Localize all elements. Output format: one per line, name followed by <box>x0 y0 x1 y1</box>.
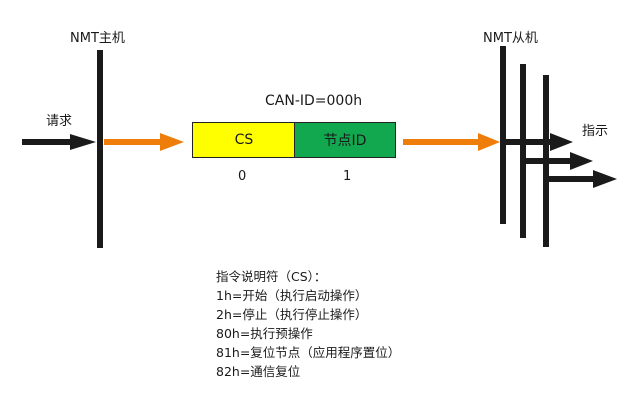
slave-bar-2 <box>520 64 526 238</box>
master-label: NMT主机 <box>70 31 125 46</box>
cs-description-title: 指令说明符（CS）： <box>216 269 327 284</box>
indication-arrow-1-head <box>550 133 573 151</box>
frame-field-cs: CS <box>192 122 296 158</box>
request-label: 请求 <box>46 114 73 129</box>
indication-arrow-1-shaft <box>506 139 552 145</box>
frame-field-cs-label: CS <box>234 132 254 148</box>
master-bar <box>97 50 103 248</box>
indication-arrow-3-shaft <box>549 176 595 182</box>
cs-description-item: 80h=执行预操作 <box>216 326 313 341</box>
cs-description-item: 82h=通信复位 <box>216 364 301 379</box>
slave-bar-1 <box>500 46 506 224</box>
request-arrow-shaft <box>22 139 72 145</box>
indication-arrow-2-shaft <box>526 158 572 164</box>
cs-description: 指令说明符（CS）： 1h=开始（执行启动操作） 2h=停止（执行停止操作） 8… <box>216 267 400 381</box>
request-arrow-head <box>70 134 96 150</box>
byte-index-1: 1 <box>343 169 352 184</box>
frame-field-node-id-label: 节点ID <box>323 133 367 149</box>
indication-arrow-3-head <box>593 170 617 188</box>
indication-label: 指示 <box>582 124 609 139</box>
indication-arrow-2-head <box>570 152 593 170</box>
byte-index-0: 0 <box>238 169 247 184</box>
cs-description-item: 1h=开始（执行启动操作） <box>216 288 368 303</box>
can-id-label: CAN-ID=000h <box>265 93 363 109</box>
slave-label: NMT从机 <box>483 31 538 46</box>
orange-arrow-right-head <box>478 133 500 151</box>
orange-arrow-left-head <box>160 133 184 151</box>
orange-arrow-right-shaft <box>403 139 481 145</box>
cs-description-item: 81h=复位节点（应用程序置位） <box>216 345 401 360</box>
orange-arrow-left-shaft <box>104 139 162 145</box>
cs-description-item: 2h=停止（执行停止操作） <box>216 307 368 322</box>
frame-field-node-id: 节点ID <box>294 122 396 158</box>
